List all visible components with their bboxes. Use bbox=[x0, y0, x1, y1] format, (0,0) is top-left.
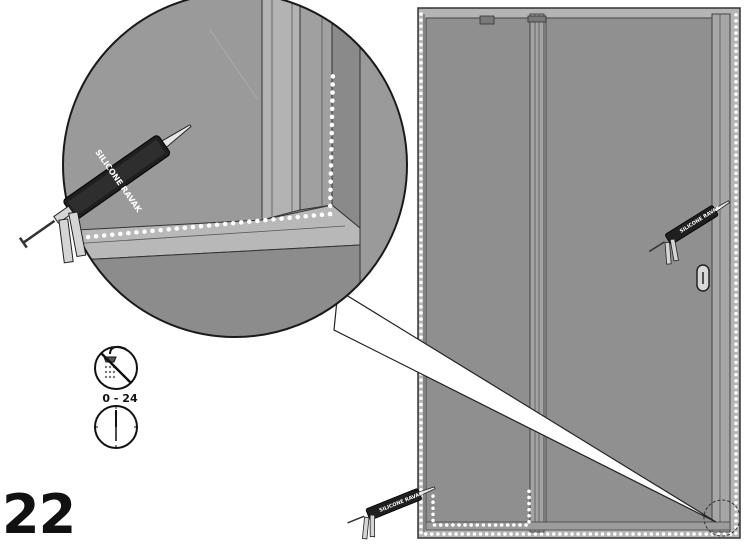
zoom-beam bbox=[333, 288, 717, 523]
shower-enclosure bbox=[417, 7, 741, 539]
no-shower-icon bbox=[94, 345, 138, 390]
silicone-gun-icon bbox=[347, 486, 436, 540]
detail-marker bbox=[703, 499, 741, 537]
silicone-gun-icon bbox=[648, 200, 731, 265]
clock-icon bbox=[94, 405, 138, 449]
cure-time-label: 0 - 24 bbox=[102, 392, 138, 405]
magnified-detail bbox=[62, 0, 408, 338]
wall-profile-right bbox=[711, 13, 731, 533]
center-profile bbox=[529, 13, 545, 533]
door-glass-panel bbox=[545, 17, 713, 529]
step-number: 22 bbox=[2, 483, 76, 546]
fixed-glass-panel bbox=[425, 17, 531, 529]
silicone-bead bbox=[419, 12, 738, 536]
silicone-gun-icon bbox=[18, 124, 192, 264]
